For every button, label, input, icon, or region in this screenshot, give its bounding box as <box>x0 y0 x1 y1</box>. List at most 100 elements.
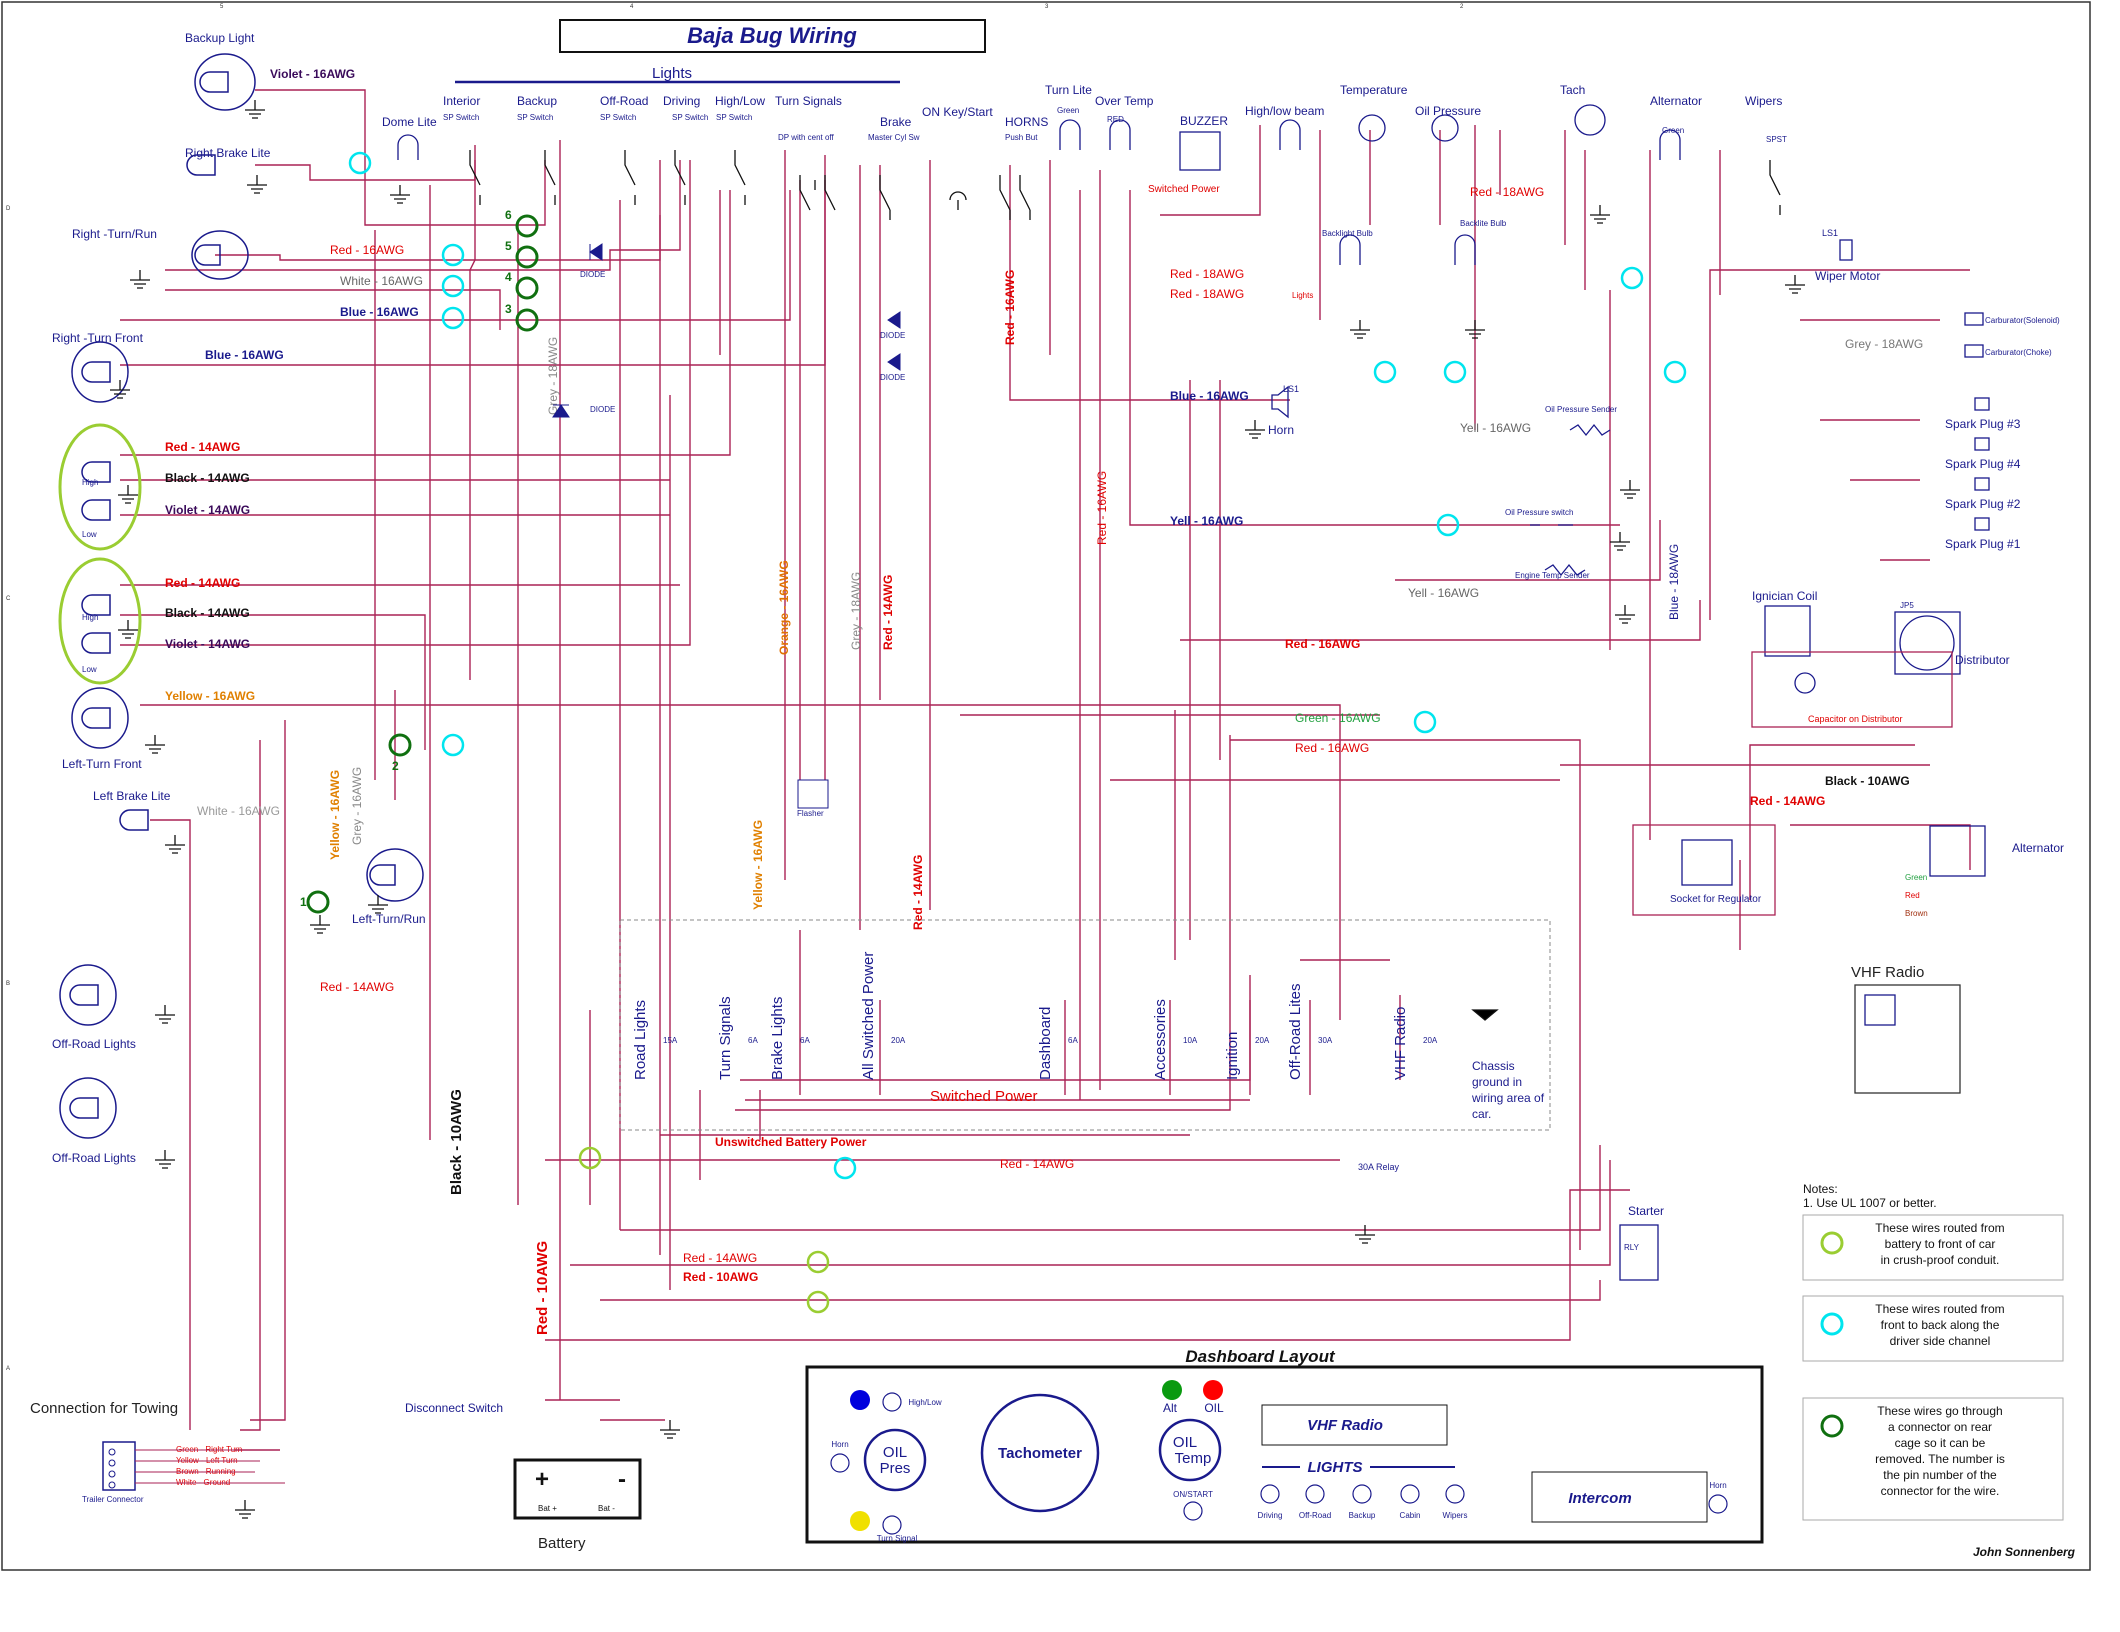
wire-blue16-b: Blue - 16AWG <box>205 348 284 362</box>
high-low-beam-group-2 <box>58 557 142 685</box>
wire-red14-bot: Red - 14AWG <box>1000 1157 1074 1171</box>
wire-yellow16-v1: Yellow - 16AWG <box>328 770 342 860</box>
label-dome: Dome Lite <box>382 115 437 129</box>
label-left-brake: Left Brake Lite <box>93 789 171 803</box>
label-vhf-radio: VHF Radio <box>1851 964 1924 981</box>
fuse-rating: 15A <box>663 1036 678 1045</box>
label-turnlite-green: Green <box>1057 106 1079 115</box>
dashboard-box <box>805 1365 1764 1544</box>
oil-pres-gauge <box>863 1428 927 1492</box>
left-turn-front-icon <box>71 687 129 749</box>
label-spark1: Spark Plug #1 <box>1945 537 2021 551</box>
fuse-label: VHF Radio <box>1392 1007 1409 1080</box>
wire-grey18-v2: Grey - 18AWG <box>849 572 863 650</box>
legend-text: driver side channel <box>1890 1334 1991 1348</box>
label-chassis-4: car. <box>1472 1107 1491 1121</box>
label-backlight-bulb: Backlight Bulb <box>1322 229 1373 238</box>
label-overtemp: Over Temp <box>1095 94 1154 108</box>
dash-switch-driving: Driving <box>1258 1511 1283 1520</box>
label-diode-4: DIODE <box>590 405 615 414</box>
label-brake: Brake <box>880 115 912 129</box>
wire-grey18-carb: Grey - 18AWG <box>1845 337 1923 351</box>
lime-conduit-markers <box>578 1146 830 1314</box>
right-turn-run-icon <box>191 230 249 280</box>
dash-alt: Alt <box>1163 1401 1178 1415</box>
label-highlow-beam: High/low beam <box>1245 104 1324 118</box>
label-ls1-horn: LS1 <box>1283 384 1299 394</box>
label-engine-temp: Engine Temp Sender <box>1515 571 1590 580</box>
label-spark4: Spark Plug #4 <box>1945 457 2021 471</box>
label-offroad-1: Off-Road Lights <box>52 1037 136 1051</box>
fuse-label: Accessories <box>1152 999 1169 1080</box>
label-oil-switch: Oil Pressure switch <box>1505 508 1573 517</box>
label-alternator2: Alternator <box>2012 841 2064 855</box>
label-socket-reg: Socket for Regulator <box>1670 894 1762 905</box>
offroad-light-2-icon <box>59 1077 117 1139</box>
legend-text: in crush-proof conduit. <box>1881 1253 2000 1267</box>
ground-symbols <box>110 100 1805 1519</box>
wire-black14-b: Black - 14AWG <box>165 606 250 620</box>
label-onkey: ON Key/Start <box>922 105 993 119</box>
diodes <box>552 243 901 418</box>
label-towing: Connection for Towing <box>30 1400 178 1417</box>
legend-text: connector for the wire. <box>1881 1484 2000 1498</box>
label-chassis-2: ground in <box>1472 1075 1522 1089</box>
alt-wire-green: Green <box>1905 873 1927 882</box>
legend-text: These wires routed from <box>1875 1221 2004 1235</box>
wire-red14-a: Red - 14AWG <box>165 440 240 454</box>
battery-plus-label: Bat + <box>538 1504 557 1513</box>
wire-network <box>120 89 1971 1451</box>
border-row-a: A <box>6 1366 10 1372</box>
wire-black10-v: Black - 10AWG <box>448 1089 465 1195</box>
label-diode-2: DIODE <box>880 331 905 340</box>
wire-yell16-b: Yell - 16AWG <box>1170 514 1243 528</box>
dp-switch: DP with cent off <box>778 133 835 142</box>
label-low-1: Low <box>82 530 97 539</box>
border-row-d: D <box>6 206 11 212</box>
fuse-rating: 10A <box>1183 1036 1198 1045</box>
sp-switch-1: SP Switch <box>443 113 479 122</box>
pin-5: 5 <box>505 239 512 253</box>
wire-grey18-v: Grey - 18AWG <box>546 337 560 415</box>
diagram-title: Baja Bug Wiring <box>687 23 857 48</box>
wire-red10-v: Red - 10AWG <box>534 1241 551 1335</box>
ignition-coil-icon <box>1764 605 1811 657</box>
label-low-2: Low <box>82 665 97 674</box>
pin-6: 6 <box>505 208 512 222</box>
legend-swatch <box>1820 1231 1844 1255</box>
label-lights-small: Lights <box>1292 291 1313 300</box>
wire-red14-v2: Red - 14AWG <box>911 855 925 930</box>
label-relay30: 30A Relay <box>1358 1162 1400 1172</box>
legend-text: a connector on rear <box>1888 1420 1992 1434</box>
border-col-4: 4 <box>630 4 634 10</box>
label-oil-pressure: Oil Pressure <box>1415 104 1481 118</box>
dashboard-knobs[interactable] <box>830 1392 1728 1535</box>
wire-violet14-a: Violet - 14AWG <box>165 503 250 517</box>
notes-title: Notes: <box>1803 1182 1838 1196</box>
label-backlite-bulb: Backlite Bulb <box>1460 219 1507 228</box>
distributor-icon <box>1894 611 1961 675</box>
wire-yellow16: Yellow - 16AWG <box>165 689 255 703</box>
fuse-label: Turn Signals <box>717 996 734 1080</box>
border-col-3: 3 <box>1045 4 1049 10</box>
label-buzzer: BUZZER <box>1180 114 1228 128</box>
alt-warning-light <box>1162 1380 1182 1400</box>
author: John Sonnenberg <box>1973 1545 2076 1559</box>
pin-3: 3 <box>505 302 512 316</box>
fuse-rating: 30A <box>1318 1036 1333 1045</box>
border-row-c: C <box>6 596 11 602</box>
left-turn-run-icon <box>366 848 424 902</box>
label-chassis-1: Chassis <box>1472 1059 1515 1073</box>
label-oil-sender: Oil Pressure Sender <box>1545 405 1617 414</box>
dash-horn-left: Horn <box>831 1440 848 1449</box>
legend-text: the pin number of the <box>1883 1468 1997 1482</box>
sp-switch-4: SP Switch <box>672 113 708 122</box>
battery-minus-label: Bat - <box>598 1504 615 1513</box>
label-highlow: High/Low <box>715 94 765 108</box>
turn-signal-indicator <box>850 1511 870 1531</box>
wire-yell16-a: Yell - 16AWG <box>1460 421 1531 435</box>
wire-yellow16-v2: Yellow - 16AWG <box>751 820 765 910</box>
label-horns: HORNS <box>1005 115 1048 129</box>
dash-intercom: Intercom <box>1568 1490 1631 1507</box>
